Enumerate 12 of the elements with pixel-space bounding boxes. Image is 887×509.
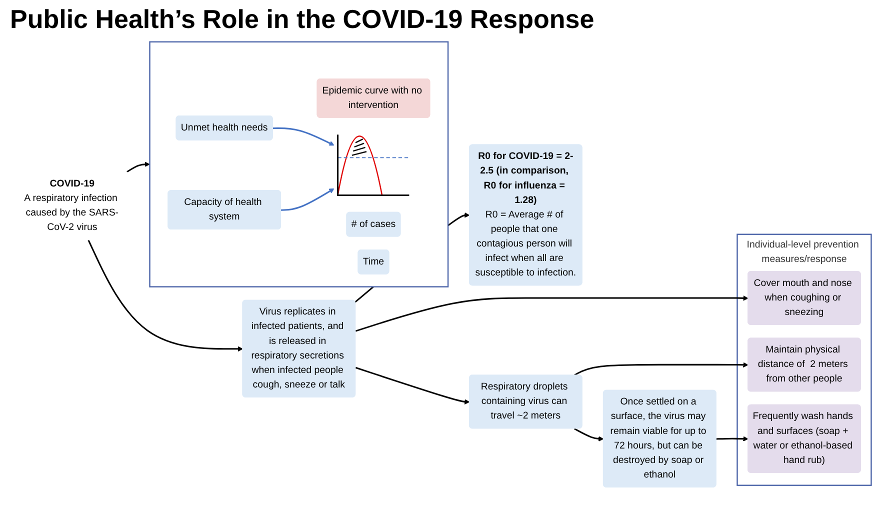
arrow [126,162,150,173]
arrow [272,127,334,146]
title: Public Health’s Role in the COVID-19 Response [10,4,596,35]
arrow [355,296,748,332]
arrow [574,362,748,376]
arrow [88,240,244,352]
arrow [716,436,748,442]
arrow [574,428,604,442]
node-text: COVID-19 A respiratory infection caused by the SARS-CoV-2 virus [24,178,119,233]
cluster [149,41,449,288]
arrow [281,188,334,211]
arrow [355,366,470,404]
